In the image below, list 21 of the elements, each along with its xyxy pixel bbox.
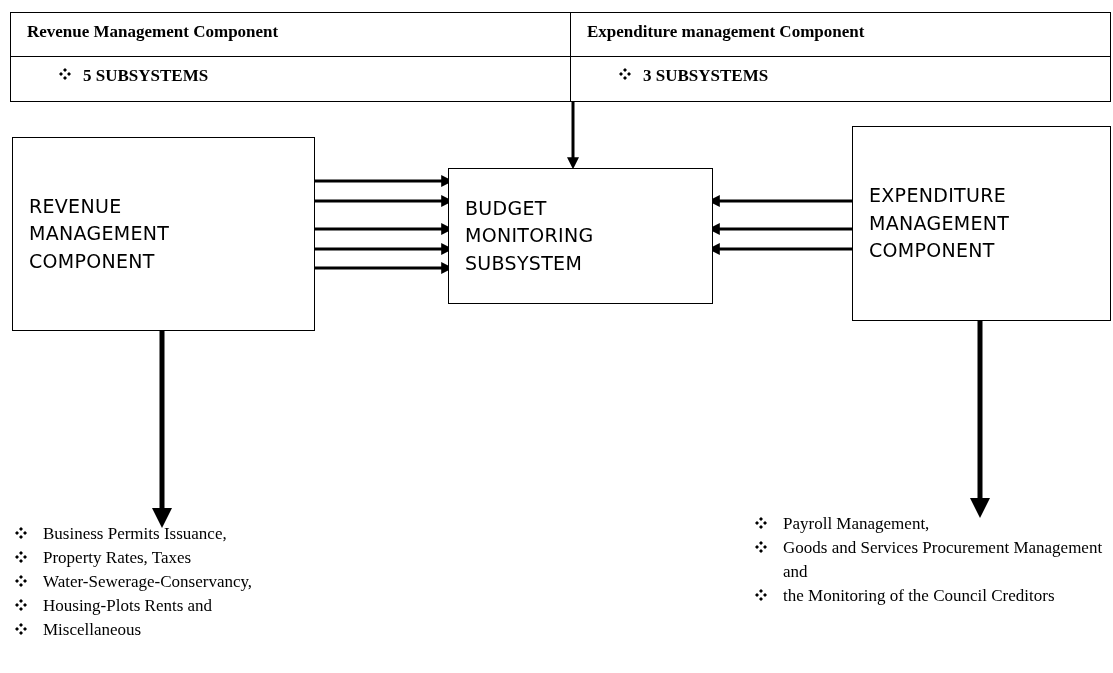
- column-heading: Revenue Management Component: [27, 21, 279, 43]
- process-box: [852, 126, 1111, 321]
- table-cell-text: 3 SUBSYSTEMS: [643, 65, 769, 87]
- box-label: BUDGET MONITORING SUBSYSTEM: [465, 195, 595, 276]
- list-item: Miscellaneous: [43, 619, 142, 641]
- list-item: Water-Sewerage-Conservancy,: [43, 571, 253, 593]
- arrow: [970, 321, 990, 518]
- list-item: Payroll Management,: [783, 513, 930, 535]
- column-heading: Expenditure management Component: [587, 21, 865, 43]
- table-cell-text: 5 SUBSYSTEMS: [83, 65, 209, 87]
- box-label: REVENUE MANAGEMENT COMPONENT: [29, 193, 171, 274]
- list-item: the Monitoring of the Council Creditors: [783, 585, 1055, 607]
- list-item: Business Permits Issuance,: [43, 523, 227, 545]
- arrow: [567, 102, 579, 170]
- box-label: EXPENDITURE MANAGEMENT COMPONENT: [869, 183, 1011, 264]
- header-table: [10, 12, 1111, 102]
- arrow: [152, 331, 172, 528]
- list-item: Housing-Plots Rents and: [43, 595, 213, 617]
- list-item: Property Rates, Taxes: [43, 547, 192, 569]
- process-box: [448, 168, 713, 304]
- process-box: [12, 137, 315, 331]
